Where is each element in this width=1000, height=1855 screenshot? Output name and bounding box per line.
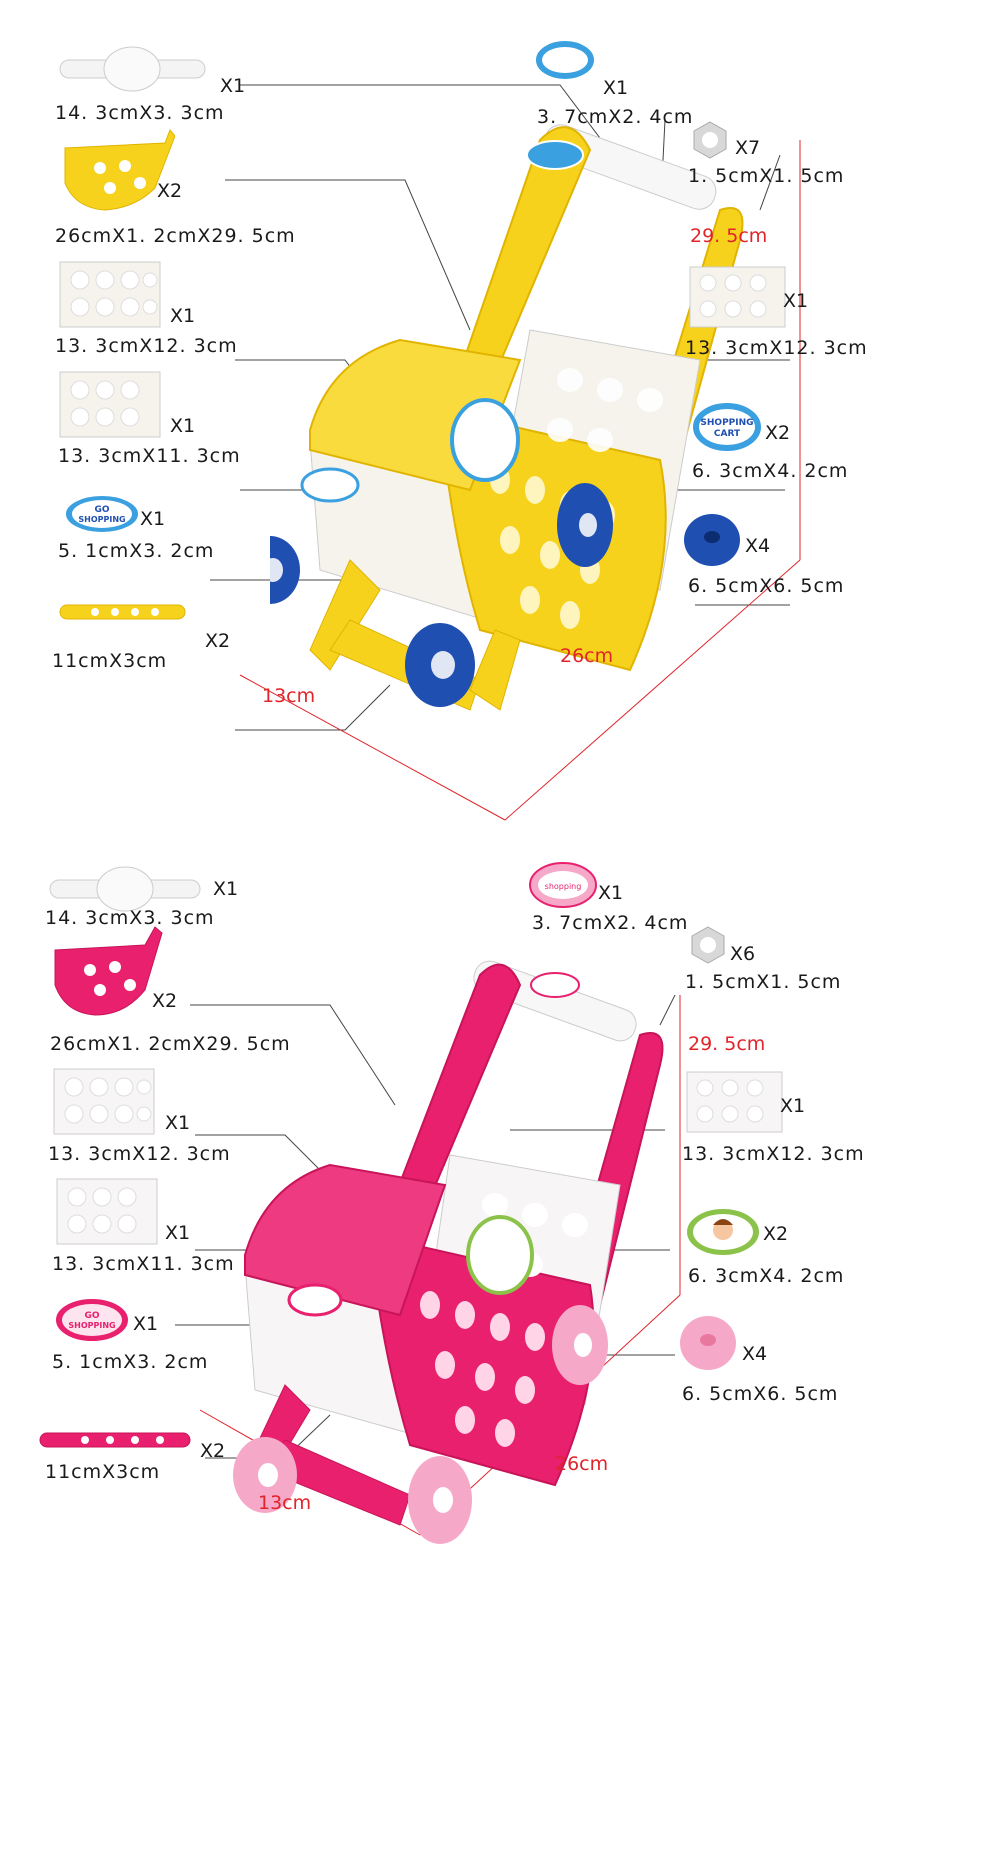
cart-top-sticker-part: shopping: [529, 862, 597, 908]
svg-text:shopping: shopping: [545, 882, 582, 891]
qty-label: X1: [170, 305, 196, 327]
svg-text:CART: CART: [714, 429, 741, 439]
nut-part: [693, 121, 727, 159]
size-label: 26cmX1. 2cmX29. 5cm: [55, 225, 296, 247]
qty-label: X1: [598, 882, 624, 904]
basket-back-part: [689, 266, 786, 328]
cart-top-sticker-part: [534, 39, 596, 81]
axle-bar-part: [39, 1432, 191, 1448]
size-label: 1. 5cmX1. 5cm: [685, 971, 842, 993]
qty-label: X1: [603, 77, 629, 99]
size-label: 26cmX1. 2cmX29. 5cm: [50, 1033, 291, 1055]
qty-label: X1: [213, 878, 239, 900]
wheel-icon: [233, 1305, 608, 1544]
length-dimension: 26cm: [555, 1453, 609, 1475]
qty-label: X4: [745, 535, 771, 557]
size-label: 13. 3cmX11. 3cm: [58, 445, 241, 467]
basket-back-part: [686, 1071, 783, 1133]
length-dimension: 26cm: [560, 645, 614, 667]
handle-bar-part: [59, 46, 206, 92]
svg-text:SHOPPING: SHOPPING: [700, 418, 753, 428]
leader-lines: [210, 84, 801, 821]
back-panel-part: [53, 1068, 155, 1135]
qty-label: X1: [165, 1222, 191, 1244]
width-dimension: 13cm: [262, 685, 316, 707]
size-label: 13. 3cmX12. 3cm: [682, 1143, 865, 1165]
size-label: 1. 5cmX1. 5cm: [688, 165, 845, 187]
height-dimension: 29. 5cm: [688, 1033, 766, 1055]
size-label: 3. 7cmX2. 4cm: [537, 106, 694, 128]
size-label: 14. 3cmX3. 3cm: [55, 102, 225, 124]
cart-side-sticker-part: [685, 1207, 761, 1257]
size-label: 14. 3cmX3. 3cm: [45, 907, 215, 929]
qty-label: X1: [165, 1112, 191, 1134]
size-label: 13. 3cmX11. 3cm: [52, 1253, 235, 1275]
qty-label: X4: [742, 1343, 768, 1365]
back-panel-part: [59, 261, 161, 328]
go-shopping-sticker-part: GO SHOPPING: [64, 494, 140, 534]
front-panel-part: [56, 1178, 158, 1245]
qty-label: X2: [200, 1440, 226, 1462]
pink-shopping-cart: [233, 960, 664, 1544]
svg-text:GO: GO: [94, 505, 109, 515]
size-label: 6. 5cmX6. 5cm: [688, 575, 845, 597]
size-label: 5. 1cmX3. 2cm: [58, 540, 215, 562]
qty-label: X7: [735, 137, 761, 159]
height-dimension: 29. 5cm: [690, 225, 768, 247]
go-shopping-sticker-part: GO SHOPPING: [54, 1297, 130, 1343]
size-label: 11cmX3cm: [52, 650, 168, 672]
axle-bar-part: [59, 604, 186, 620]
wheel-icon: [270, 483, 613, 707]
qty-label: X2: [152, 990, 178, 1012]
size-label: 11cmX3cm: [45, 1461, 161, 1483]
size-label: 5. 1cmX3. 2cm: [52, 1351, 209, 1373]
qty-label: X1: [783, 290, 809, 312]
size-label: 13. 3cmX12. 3cm: [55, 335, 238, 357]
qty-label: X1: [133, 1313, 159, 1335]
qty-label: X6: [730, 943, 756, 965]
qty-label: X2: [205, 630, 231, 652]
qty-label: X2: [763, 1223, 789, 1245]
qty-label: X1: [170, 415, 196, 437]
size-label: 6. 3cmX4. 2cm: [692, 460, 849, 482]
size-label: 6. 3cmX4. 2cm: [688, 1265, 845, 1287]
handle-bar-part: [49, 866, 201, 912]
svg-text:SHOPPING: SHOPPING: [78, 515, 125, 524]
pink-cart-panel: X1 14. 3cmX3. 3cm X2 26cmX1. 2cmX29. 5cm…: [0, 862, 1000, 1855]
size-label: 3. 7cmX2. 4cm: [532, 912, 689, 934]
size-label: 13. 3cmX12. 3cm: [685, 337, 868, 359]
qty-label: X1: [220, 75, 246, 97]
qty-label: X2: [765, 422, 791, 444]
qty-label: X1: [780, 1095, 806, 1117]
yellow-cart-panel: X1 14. 3cmX3. 3cm X2 26cmX1. 2cmX29. 5cm…: [0, 20, 1000, 880]
qty-label: X2: [157, 180, 183, 202]
side-frame-part: [64, 129, 175, 211]
qty-label: X1: [140, 508, 166, 530]
svg-text:SHOPPING: SHOPPING: [68, 1321, 115, 1330]
wheel-part: [684, 514, 740, 566]
svg-text:GO: GO: [84, 1311, 99, 1321]
side-frame-part: [54, 926, 163, 1016]
nut-part: [691, 926, 725, 964]
wheel-part: [680, 1316, 736, 1370]
size-label: 6. 5cmX6. 5cm: [682, 1383, 839, 1405]
width-dimension: 13cm: [258, 1492, 312, 1514]
cart-side-sticker-part: SHOPPING CART: [691, 401, 763, 453]
yellow-shopping-cart: [270, 124, 744, 711]
size-label: 13. 3cmX12. 3cm: [48, 1143, 231, 1165]
front-panel-part: [59, 371, 161, 438]
